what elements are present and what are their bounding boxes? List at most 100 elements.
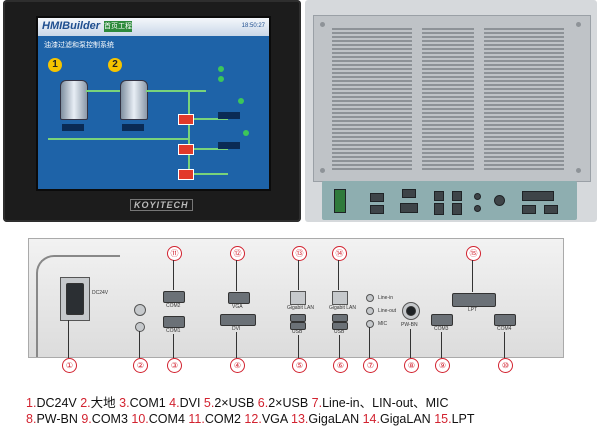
tank-1-icon <box>60 80 88 120</box>
heatsink-fin <box>332 116 412 118</box>
heatsink-fin <box>484 120 564 122</box>
heatsink-fin <box>422 164 474 166</box>
pw-bn-label: PW-BN <box>401 322 418 328</box>
heatsink-fin <box>484 96 564 98</box>
com3-port-icon <box>431 314 453 326</box>
heatsink-fin <box>332 164 412 166</box>
com4-port-icon <box>494 314 516 326</box>
heatsink-fin <box>422 92 474 94</box>
heatsink-fin <box>422 40 474 42</box>
legend-text: 2×USB <box>268 396 312 410</box>
screw-icon <box>576 168 581 173</box>
heatsink-fin <box>422 152 474 154</box>
usb-1-port-label: USB <box>292 329 303 335</box>
heatsink-fin <box>422 136 474 138</box>
heatsink-fin <box>332 60 412 62</box>
heatsink-fin <box>484 108 564 110</box>
callout-leader <box>338 260 339 290</box>
heatsink-fin <box>332 48 412 50</box>
heatsink-fin <box>422 100 474 102</box>
heatsink-fin <box>484 44 564 46</box>
heatsink-fin <box>422 44 474 46</box>
pipe-line <box>188 118 228 120</box>
heatsink-fin <box>422 36 474 38</box>
power-button-icon <box>406 306 416 316</box>
rear-usb-port <box>434 203 444 215</box>
dc24v-port-label: DC24V <box>92 290 109 296</box>
legend-number: 14. <box>362 412 380 426</box>
rear-com-port <box>370 205 384 214</box>
callout-11: ⑪ <box>167 246 182 261</box>
heatsink-fin <box>484 112 564 114</box>
callout-leader <box>68 320 69 358</box>
vga-port-label: VGA <box>232 304 243 310</box>
heatsink-fin <box>332 72 412 74</box>
legend-number: 8. <box>26 412 37 426</box>
legend-text: LPT <box>451 412 475 426</box>
status-led-icon <box>218 76 224 82</box>
gigalan-1-port-icon <box>290 291 306 305</box>
legend-number: 1. <box>26 396 37 410</box>
com1-port-icon <box>163 316 185 328</box>
callout-8: ⑧ <box>404 358 419 373</box>
legend-text: COM1 <box>129 396 170 410</box>
callout-5: ⑤ <box>292 358 307 373</box>
heatsink-fin <box>484 60 564 62</box>
heatsink-fin <box>484 116 564 118</box>
callout-leader <box>472 260 473 292</box>
rear-com-port <box>370 193 384 202</box>
legend-number: 11. <box>188 412 205 426</box>
heatsink-fin <box>422 64 474 66</box>
heatsink-fin <box>484 64 564 66</box>
legend-text: GigaLAN <box>308 412 363 426</box>
valve-label-box <box>218 142 240 149</box>
heatsink-fin <box>332 52 412 54</box>
legend-line-2: 8.PW-BN 9.COM3 10.COM4 11.COM2 12.VGA 13… <box>26 412 475 426</box>
hmi-logo: HMIBuilder <box>42 20 101 32</box>
heatsink-fin <box>484 128 564 130</box>
rear-dvi-port <box>400 203 418 213</box>
tank-2-icon <box>120 80 148 120</box>
heatsink-fins-right <box>484 28 564 170</box>
dc24v-terminal-icon <box>66 283 84 315</box>
callout-4: ④ <box>230 358 245 373</box>
lpt-port-label: LPT <box>468 307 478 313</box>
heatsink-fin <box>332 160 412 162</box>
legend-text: PW-BN <box>36 412 82 426</box>
legend-number: 9. <box>81 412 92 426</box>
heatsink-fin <box>422 96 474 98</box>
heatsink-fin <box>484 28 564 30</box>
rear-usb-port <box>452 203 462 215</box>
gigalan-2-port-icon <box>332 291 348 305</box>
heatsink-fin <box>332 76 412 78</box>
legend-number: 12. <box>244 412 262 426</box>
callout-3: ③ <box>167 358 182 373</box>
callout-leader <box>173 260 174 290</box>
heatsink-fin <box>332 156 412 158</box>
usb-port-icon <box>332 322 348 330</box>
com1-port-label: COM1 <box>166 328 181 334</box>
heatsink-fin <box>422 72 474 74</box>
heatsink-fin <box>332 120 412 122</box>
heatsink-fin <box>484 100 564 102</box>
legend-number: 5. <box>203 396 215 410</box>
heatsink-fin <box>484 68 564 70</box>
rear-com-port <box>544 205 558 214</box>
heatsink-fin <box>332 80 412 82</box>
heatsink-fin <box>422 108 474 110</box>
hmi-clock: 18:50:27 <box>241 23 265 29</box>
heatsink-fin <box>422 84 474 86</box>
heatsink-fin <box>484 80 564 82</box>
line-in-jack-icon <box>366 294 374 302</box>
heatsink-fin <box>422 56 474 58</box>
dvi-port-icon <box>220 314 256 326</box>
status-led-icon <box>238 98 244 104</box>
legend-number: 2. <box>80 396 91 410</box>
callout-leader <box>139 331 140 358</box>
pipe-line <box>48 138 188 140</box>
heatsink-fin <box>422 156 474 158</box>
callout-15: ⑮ <box>466 246 481 261</box>
legend-number: 13. <box>291 412 309 426</box>
screw-icon <box>320 168 325 173</box>
heatsink-fin <box>422 132 474 134</box>
